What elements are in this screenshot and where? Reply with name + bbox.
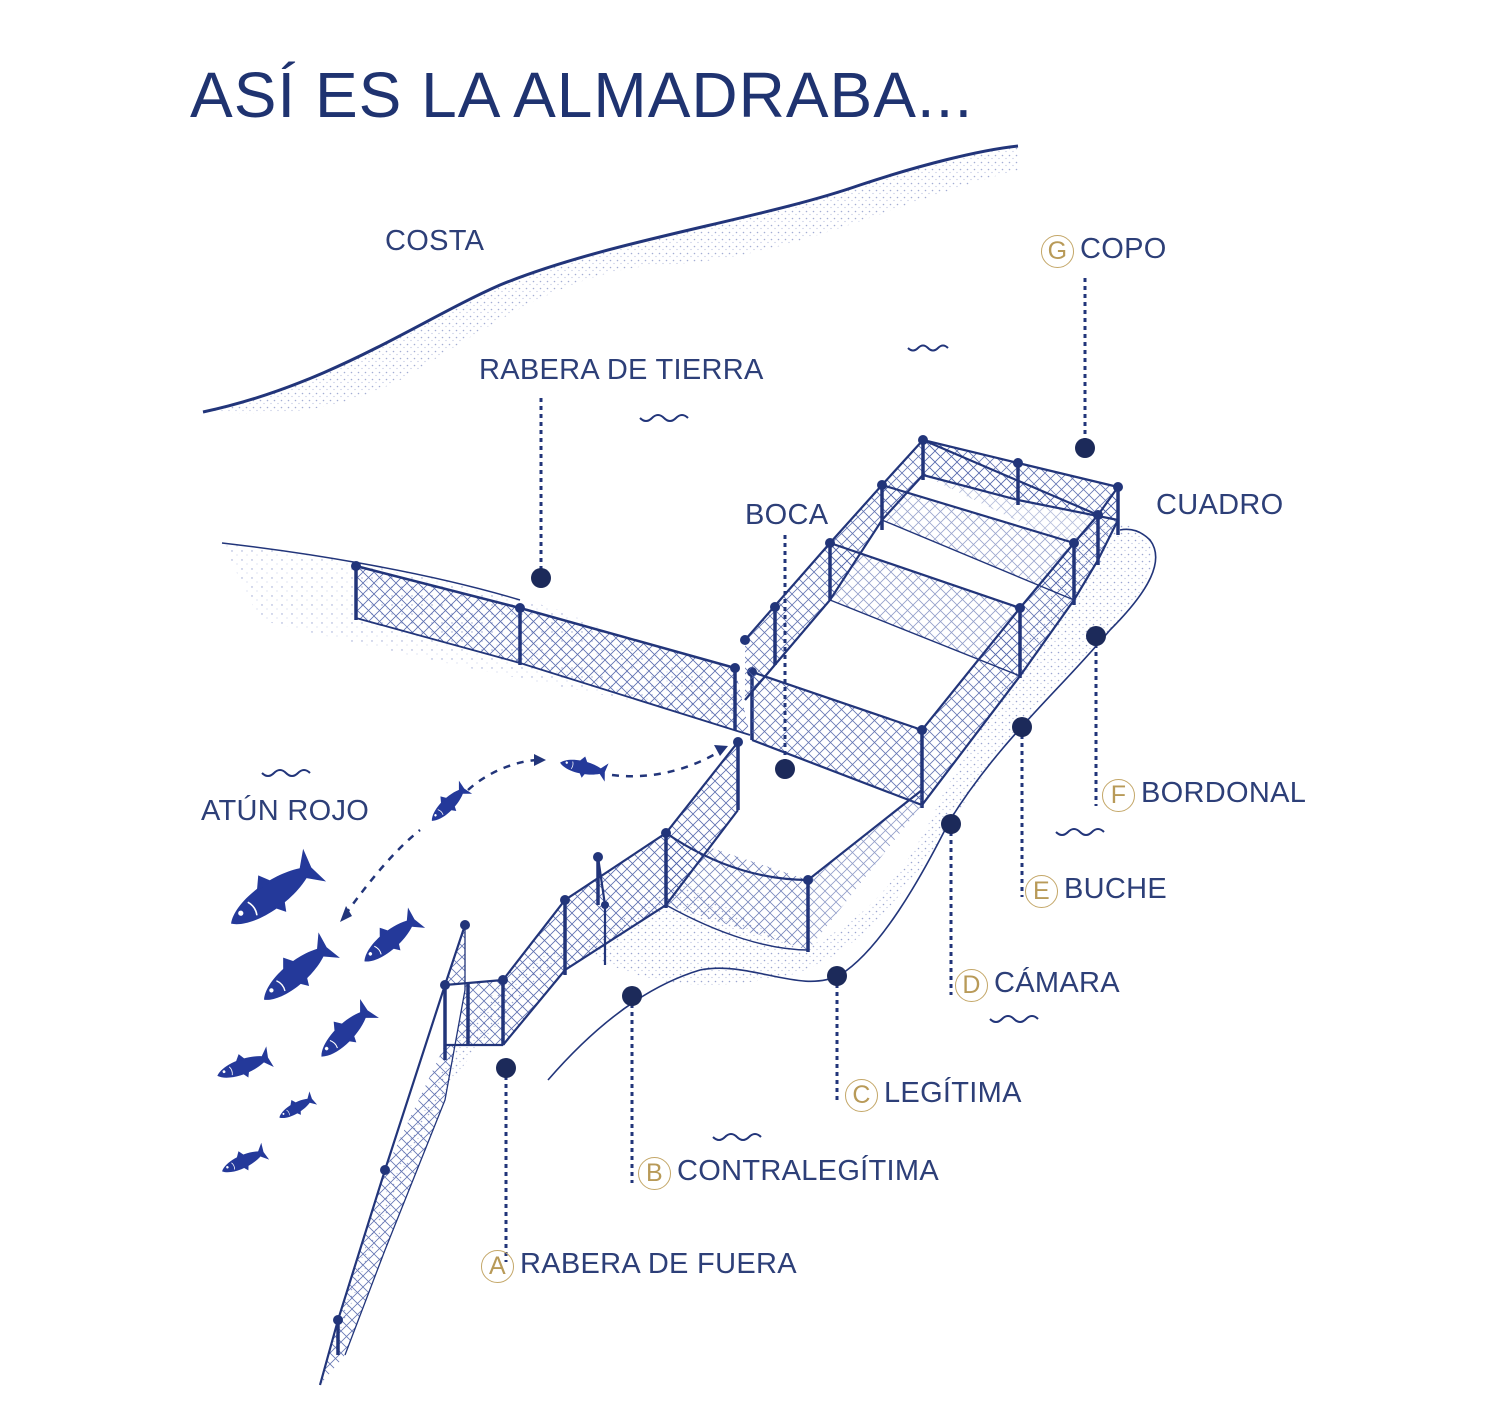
rabera-de-fuera-net <box>320 920 508 1385</box>
marker-dot <box>1086 626 1106 646</box>
tuna-fish <box>217 846 327 942</box>
part-name: BORDONAL <box>1141 777 1306 809</box>
marker-dot <box>1012 717 1032 737</box>
part-name: LEGÍTIMA <box>884 1077 1022 1109</box>
part-letter-badge: G <box>1041 235 1074 268</box>
label-rabera-de-tierra: RABERA DE TIERRA <box>479 354 764 387</box>
tuna-fish <box>354 905 426 972</box>
tuna-fish <box>310 997 380 1067</box>
part-name: CONTRALEGÍTIMA <box>677 1155 939 1187</box>
marker-dot <box>827 966 847 986</box>
tuna-fish <box>251 930 341 1014</box>
tuna-fish <box>558 752 609 783</box>
part-letter-badge: C <box>845 1079 878 1112</box>
legitima-contralegitima-nets <box>503 737 922 1045</box>
label-cuadro: CUADRO <box>1156 489 1283 522</box>
label-costa: COSTA <box>385 225 484 258</box>
part-letter-badge: A <box>481 1250 514 1283</box>
marker-dot <box>941 814 961 834</box>
tuna-fish <box>275 1090 318 1125</box>
page-title: ASÍ ES LA ALMADRABA... <box>190 58 973 132</box>
part-name: RABERA DE FUERA <box>520 1248 797 1280</box>
marker-dot <box>622 986 642 1006</box>
tuna-fish <box>213 1044 274 1087</box>
label-atun-rojo: ATÚN ROJO <box>201 795 369 828</box>
part-name: CÁMARA <box>994 967 1120 999</box>
marker-dot <box>531 568 551 588</box>
label-boca: BOCA <box>745 499 828 532</box>
part-name: BUCHE <box>1064 873 1167 905</box>
tuna-fish <box>424 779 473 828</box>
part-letter-badge: B <box>638 1157 671 1190</box>
tuna-fish <box>217 1141 269 1181</box>
marker-dot <box>775 759 795 779</box>
marker-dot <box>496 1058 516 1078</box>
marker-dot <box>1075 438 1095 458</box>
part-letter-badge: F <box>1102 779 1135 812</box>
part-name: COPO <box>1080 233 1167 265</box>
part-letter-badge: E <box>1025 875 1058 908</box>
part-letter-badge: D <box>955 969 988 1002</box>
